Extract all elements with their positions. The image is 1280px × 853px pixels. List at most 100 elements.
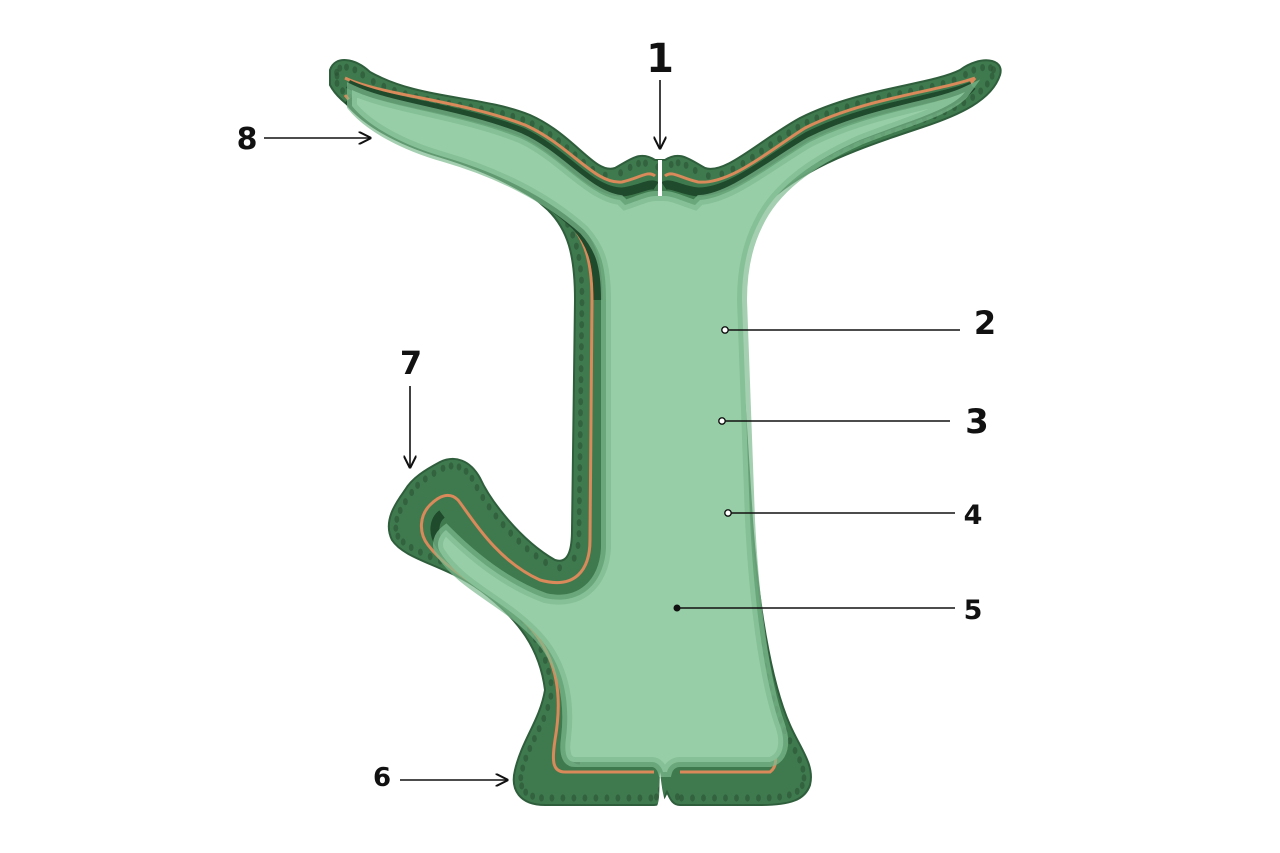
labels: 1 2 3 4 5 6 7 8 <box>237 36 997 793</box>
cell-nucleus <box>701 794 706 802</box>
mouth-slit <box>658 160 662 196</box>
cell-nucleus <box>795 123 801 131</box>
cell-nucleus <box>579 299 585 307</box>
cell-nucleus <box>786 129 792 137</box>
cell-nucleus <box>978 87 984 95</box>
leaders <box>264 80 960 780</box>
cell-nucleus <box>971 66 977 74</box>
cell-nucleus <box>427 553 433 561</box>
cell-nucleus <box>970 93 976 101</box>
pointer-dot-icon <box>724 509 732 517</box>
cell-nucleus <box>340 87 345 95</box>
cell-nucleus <box>750 153 755 161</box>
cell-nucleus <box>578 354 584 362</box>
cell-nucleus <box>675 159 681 167</box>
cell-nucleus <box>549 794 555 802</box>
cell-nucleus <box>334 72 340 80</box>
cell-nucleus <box>536 725 542 733</box>
cell-nucleus <box>560 794 566 802</box>
cell-nucleus <box>539 794 544 802</box>
mesoglea-layer <box>343 76 977 774</box>
cell-nucleus <box>692 166 698 175</box>
cell-nucleus <box>530 792 535 800</box>
cell-nucleus <box>575 541 581 550</box>
cell-nucleus <box>571 554 577 562</box>
cell-nucleus <box>579 276 584 284</box>
cell-nucleus <box>576 253 582 262</box>
cell-nucleus <box>415 481 420 489</box>
cell-nucleus <box>797 756 802 764</box>
label-5: 5 <box>964 595 983 626</box>
cell-nucleus <box>474 484 480 492</box>
cell-nucleus <box>705 172 711 180</box>
label-4: 4 <box>964 500 983 531</box>
cell-nucleus <box>577 464 583 472</box>
cell-nucleus <box>337 64 343 72</box>
cell-nucleus <box>577 486 582 494</box>
cell-nucleus <box>963 71 968 79</box>
cell-nucleus <box>440 464 446 472</box>
cell-nucleus <box>538 125 544 133</box>
cell-nucleus <box>381 82 387 90</box>
cell-nucleus <box>397 506 403 514</box>
cell-nucleus <box>463 467 469 475</box>
cell-nucleus <box>527 744 533 753</box>
cell-nucleus <box>576 519 582 527</box>
cell-nucleus <box>654 793 659 801</box>
cell-nucleus <box>759 147 764 155</box>
cell-nucleus <box>801 774 807 782</box>
cell-nucleus <box>523 754 529 762</box>
cell-nucleus <box>542 656 548 664</box>
cell-nucleus <box>520 764 526 772</box>
cell-nucleus <box>740 159 746 168</box>
cell-nucleus <box>533 552 539 560</box>
cell-nucleus <box>719 170 725 178</box>
gastrovascular-cavity <box>347 79 981 777</box>
pointer-dot-icon <box>718 417 726 425</box>
cell-nucleus <box>409 488 415 497</box>
cell-nucleus <box>991 66 996 74</box>
cell-nucleus <box>824 110 830 118</box>
cell-nucleus <box>352 66 358 74</box>
cell-nucleus <box>578 409 583 417</box>
cell-nucleus <box>777 793 782 801</box>
cell-nucleus <box>734 794 739 802</box>
basal-slit <box>657 772 667 806</box>
cell-nucleus <box>524 545 530 553</box>
label-1: 1 <box>646 36 674 82</box>
label-3: 3 <box>965 402 989 442</box>
label-6: 6 <box>373 763 391 793</box>
cell-nucleus <box>422 475 428 483</box>
cell-nucleus <box>799 781 805 790</box>
cell-nucleus <box>547 131 553 139</box>
cell-nucleus <box>768 141 773 149</box>
cell-nucleus <box>730 165 736 173</box>
cell-nucleus <box>648 794 654 802</box>
cell-nucleus <box>519 782 525 790</box>
cell-nucleus <box>643 159 648 167</box>
cell-nucleus <box>579 332 584 340</box>
cell-nucleus <box>577 453 583 461</box>
cell-nucleus <box>546 667 551 676</box>
cell-nucleus <box>516 537 522 545</box>
cell-nucleus <box>579 321 585 329</box>
cell-nucleus <box>393 524 399 532</box>
cell-nucleus <box>480 493 486 502</box>
cell-nucleus <box>834 106 840 114</box>
cell-nucleus <box>679 794 684 802</box>
cell-nucleus <box>668 160 674 169</box>
cell-nucleus <box>844 103 850 111</box>
cell-nucleus <box>403 498 408 506</box>
cell-nucleus <box>541 714 547 723</box>
cell-nucleus <box>683 161 689 169</box>
cell-nucleus <box>582 794 588 802</box>
cell-nucleus <box>794 787 800 795</box>
cell-nucleus <box>792 746 798 755</box>
cell-nucleus <box>636 159 641 168</box>
cell-nucleus <box>370 78 376 86</box>
cell-nucleus <box>578 387 584 395</box>
cell-nucleus <box>543 558 548 567</box>
cell-nucleus <box>618 169 623 177</box>
cell-nucleus <box>577 497 582 505</box>
cell-nucleus <box>579 310 585 318</box>
